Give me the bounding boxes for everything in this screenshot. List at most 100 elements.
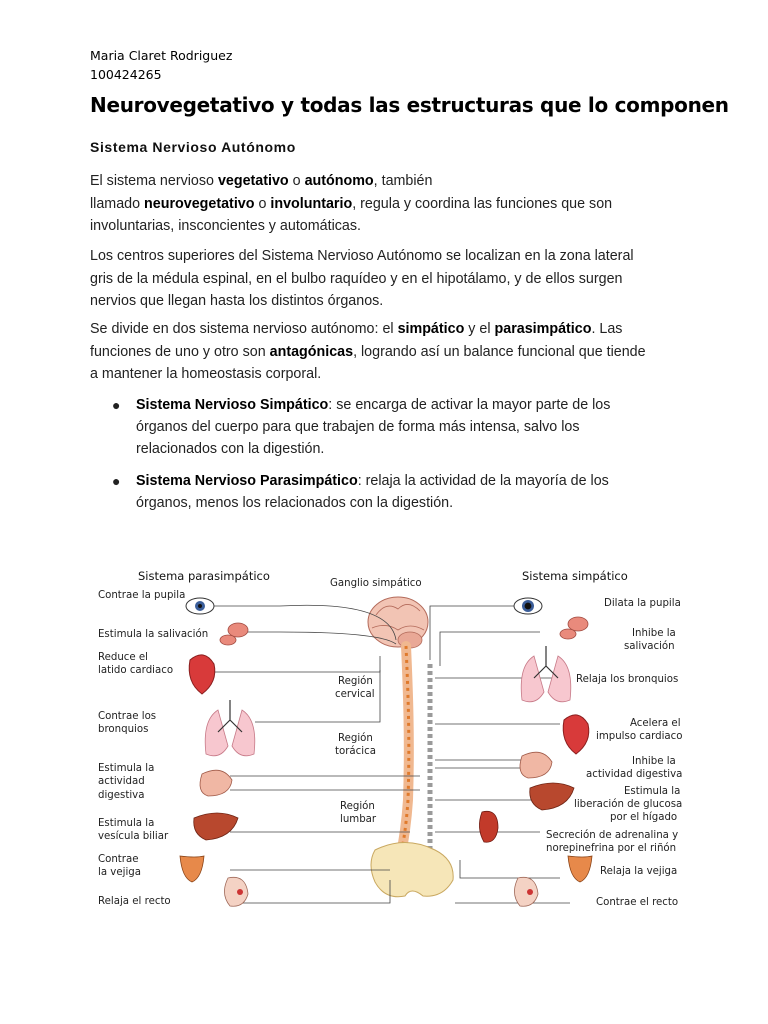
label-acelera-impulso-2: impulso cardiaco bbox=[596, 731, 683, 742]
label-relaja-vejiga: Relaja la vejiga bbox=[600, 866, 677, 877]
document-title: Neurovegetativo y todas las estructuras … bbox=[90, 93, 729, 117]
label-inhibe-salivacion-2: salivación bbox=[624, 640, 675, 652]
paragraph-3: Se divide en dos sistema nervioso autóno… bbox=[90, 318, 688, 386]
para-header: Sistema parasimpático bbox=[138, 569, 270, 583]
label-adrenalina-1: Secreción de adrenalina y bbox=[546, 829, 678, 841]
label-reduce-latido-2: latido cardiaco bbox=[98, 665, 173, 676]
text: y el bbox=[464, 321, 495, 337]
brain-icon bbox=[367, 596, 429, 649]
label-actividad-digestiva-2: actividad bbox=[98, 776, 145, 787]
label-contrae-recto: Contrae el recto bbox=[596, 897, 678, 908]
text: : relaja la actividad de la mayoría de l… bbox=[357, 473, 609, 489]
heart-icon-right bbox=[562, 714, 590, 755]
text: El sistema nervioso bbox=[90, 173, 218, 189]
label-adrenalina-2: norepinefrina por el riñón bbox=[546, 842, 676, 854]
bold-term: antagónicas bbox=[269, 343, 354, 360]
bullet-text: Sistema Nervioso Simpático: se encarga d… bbox=[136, 394, 666, 460]
heart-icon-left bbox=[188, 654, 216, 695]
region-lumbar-1: Región bbox=[340, 800, 375, 812]
text: : se encarga de activar la mayor parte d… bbox=[328, 397, 611, 413]
label-actividad-digestiva-1: Estimula la bbox=[98, 763, 154, 774]
label-inhibe-digestiva-1: Inhibe la bbox=[632, 756, 676, 767]
eye-icon-left bbox=[185, 597, 215, 615]
bold-term: neurovegetativo bbox=[144, 195, 255, 212]
rectum-icon-left bbox=[224, 876, 249, 907]
eye-icon-right bbox=[513, 597, 543, 615]
label-contrae-bronquios-1: Contrae los bbox=[98, 711, 156, 722]
label-glucosa-3: por el hígado bbox=[610, 811, 677, 823]
bladder-icon-left bbox=[179, 855, 205, 883]
label-dilata-pupila: Dilata la pupila bbox=[604, 598, 681, 609]
label-contrae-pupila: Contrae la pupila bbox=[98, 590, 185, 601]
bold-term: autónomo bbox=[304, 173, 374, 189]
ganglio-label: Ganglio simpático bbox=[330, 577, 422, 589]
bullet-dot: ● bbox=[112, 397, 121, 413]
label-relaja-recto: Relaja el recto bbox=[98, 896, 171, 907]
label-contrae-vejiga-1: Contrae bbox=[98, 854, 139, 865]
text: relacionados con la digestión. bbox=[136, 441, 325, 457]
text: órganos, menos los relacionados con la d… bbox=[136, 495, 454, 511]
region-cervical-1: Región bbox=[338, 675, 373, 687]
paragraph-1: El sistema nervioso vegetativo o autónom… bbox=[90, 170, 688, 238]
text: , regula y coordina las funciones que so… bbox=[352, 195, 613, 212]
label-glucosa-1: Estimula la bbox=[624, 786, 680, 797]
salivary-gland-icon-left bbox=[219, 622, 249, 646]
liver-icon-left bbox=[193, 812, 239, 841]
text: , logrando así un balance funcional que … bbox=[353, 343, 646, 360]
salivary-gland-icon-right bbox=[559, 616, 589, 640]
bullet-bold: Sistema Nervioso Simpático bbox=[136, 397, 329, 413]
bullet-dot: ● bbox=[112, 473, 121, 489]
label-vesicula-2: vesícula biliar bbox=[98, 830, 169, 842]
text: , también bbox=[373, 173, 433, 189]
region-cervical-2: cervical bbox=[335, 689, 375, 700]
region-lumbar-2: lumbar bbox=[340, 814, 377, 825]
label-inhibe-salivacion-1: Inhibe la bbox=[632, 628, 676, 639]
bullet-text: Sistema Nervioso Parasimpático: relaja l… bbox=[136, 470, 666, 514]
lungs-icon-right bbox=[520, 646, 572, 703]
liver-icon-right bbox=[529, 782, 575, 811]
text: . Las bbox=[591, 321, 623, 337]
nerve-lines bbox=[200, 604, 570, 904]
label-estimula-salivacion: Estimula la salivación bbox=[98, 628, 208, 640]
text: Se divide en dos sistema nervioso autóno… bbox=[90, 321, 398, 337]
bullet-bold: Sistema Nervioso Parasimpático bbox=[136, 473, 358, 489]
bold-term: vegetativo bbox=[217, 173, 289, 189]
label-glucosa-2: liberación de glucosa bbox=[574, 798, 682, 810]
text: llamado bbox=[90, 195, 145, 212]
paragraph-2: Los centros superiores del Sistema Nervi… bbox=[90, 245, 688, 313]
text: gris de la médula espinal, en el bulbo r… bbox=[90, 270, 623, 287]
text: o bbox=[288, 173, 305, 189]
text: a mantener la homeostasis corporal. bbox=[90, 366, 322, 382]
label-vesicula-1: Estimula la bbox=[98, 818, 154, 829]
stomach-icon-left bbox=[199, 769, 233, 797]
spinal-cord-icon bbox=[395, 641, 433, 865]
section-subtitle: Sistema Nervioso Autónomo bbox=[90, 139, 296, 155]
label-reduce-latido-1: Reduce el bbox=[98, 652, 148, 663]
region-toracica-1: Región bbox=[338, 732, 373, 744]
pelvis-icon bbox=[370, 842, 454, 898]
lungs-icon-left bbox=[204, 700, 256, 757]
author-id: 100424265 bbox=[90, 67, 162, 82]
author-block: Maria Claret Rodriguez 100424265 bbox=[90, 46, 232, 84]
label-actividad-digestiva-3: digestiva bbox=[98, 790, 144, 801]
text: nervios que llegan hasta los distintos ó… bbox=[90, 293, 384, 309]
stomach-icon-right bbox=[519, 751, 553, 779]
autonomic-nervous-system-diagram: Sistema parasimpático Sistema simpático … bbox=[98, 569, 683, 908]
text: Los centros superiores del Sistema Nervi… bbox=[90, 248, 634, 264]
bladder-icon-right bbox=[567, 855, 593, 883]
text: involuntarias, insconcientes y automátic… bbox=[90, 218, 361, 234]
label-contrae-bronquios-2: bronquios bbox=[98, 724, 148, 735]
bold-term: simpático bbox=[397, 321, 465, 337]
text: o bbox=[254, 195, 271, 212]
kidney-icon-right bbox=[479, 810, 499, 843]
simp-header: Sistema simpático bbox=[522, 569, 628, 583]
text: órganos del cuerpo para que trabajen de … bbox=[136, 419, 580, 435]
label-acelera-impulso-1: Acelera el bbox=[630, 718, 681, 729]
bold-term: involuntario bbox=[270, 195, 353, 212]
label-inhibe-digestiva-2: actividad digestiva bbox=[586, 769, 682, 780]
text: funciones de uno y otro son bbox=[90, 343, 270, 360]
bold-term: parasimpático bbox=[494, 321, 592, 337]
label-relaja-bronquios: Relaja los bronquios bbox=[576, 674, 678, 685]
label-contrae-vejiga-2: la vejiga bbox=[98, 867, 141, 878]
region-toracica-2: torácica bbox=[335, 745, 376, 757]
